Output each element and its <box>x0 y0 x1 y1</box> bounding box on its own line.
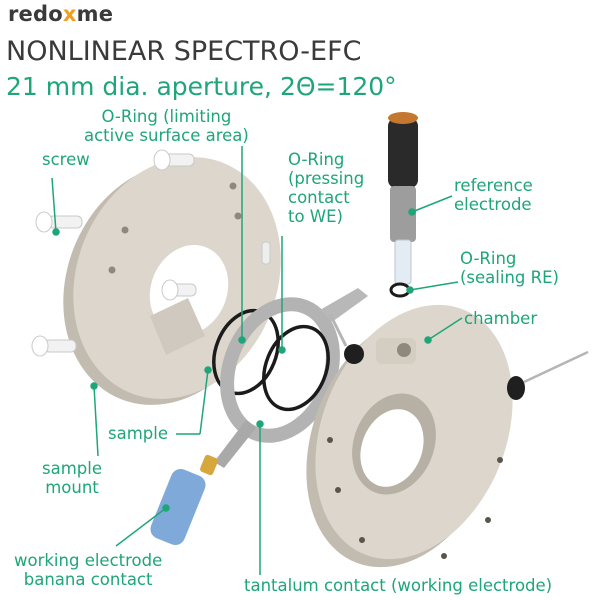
sample-mount-part <box>63 157 281 405</box>
screw-icon <box>35 211 83 233</box>
label-line: electrode <box>454 195 532 214</box>
label-tantalum-contact: tantalum contact (working electrode) <box>244 576 553 595</box>
label-oring-limiting: O-Ring (limiting active surface area) <box>84 107 249 145</box>
label-line: O-Ring (limiting <box>101 107 232 126</box>
label-line: to WE) <box>288 207 343 226</box>
screw-icon <box>161 279 197 301</box>
label-sample: sample <box>108 424 168 443</box>
label-chamber: chamber <box>464 309 538 328</box>
label-line: (sealing RE) <box>460 268 559 287</box>
page-title: NONLINEAR SPECTRO-EFC <box>6 36 362 67</box>
label-working-electrode-banana: working electrode banana contact <box>14 551 162 589</box>
label-oring-sealing: O-Ring (sealing RE) <box>460 249 559 287</box>
label-reference-electrode: reference electrode <box>454 176 533 214</box>
label-line: sample <box>42 459 102 478</box>
label-screw: screw <box>42 150 90 169</box>
label-line: (pressing <box>288 169 365 188</box>
label-line: O-Ring <box>288 150 345 169</box>
logo-text: redoxme <box>8 2 114 26</box>
label-line: O-Ring <box>460 249 517 268</box>
tantalum-contact-part <box>214 288 368 468</box>
reference-electrode-part <box>388 112 418 285</box>
leader-lines <box>51 146 463 575</box>
screw-icon <box>261 241 271 265</box>
label-line: working electrode <box>14 551 163 570</box>
oring-pressing-part <box>262 324 330 412</box>
label-line: mount <box>45 478 99 497</box>
label-sample-mount: sample mount <box>42 459 102 497</box>
label-line: reference <box>454 176 533 195</box>
chamber-part <box>306 304 589 568</box>
brand-logo: redoxme <box>8 2 113 26</box>
label-line: active surface area) <box>84 126 249 145</box>
screw-icon <box>153 149 195 171</box>
label-oring-pressing: O-Ring (pressing contact to WE) <box>288 150 364 226</box>
logo-accent-dot: x <box>62 2 77 26</box>
banana-contact-part <box>150 454 218 546</box>
chamber-aperture <box>360 409 424 487</box>
page-subtitle: 21 mm dia. aperture, 2Θ=120° <box>6 72 397 101</box>
screw-icon <box>31 335 77 357</box>
label-line: banana contact <box>23 570 153 589</box>
label-line: contact <box>288 188 350 207</box>
